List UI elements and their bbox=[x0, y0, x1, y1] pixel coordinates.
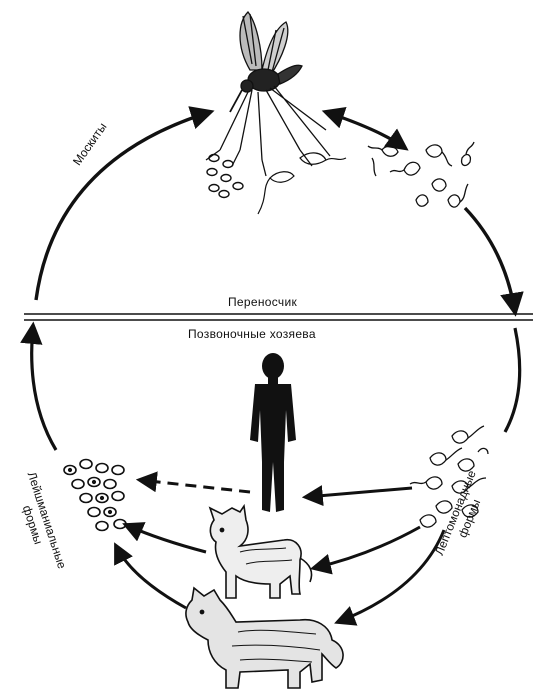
oval-cells-near-mosquito bbox=[207, 155, 243, 198]
vector-label: Переносчик bbox=[228, 295, 297, 309]
arrow-human-dashed bbox=[140, 480, 250, 492]
arrow-to-dog bbox=[314, 527, 420, 568]
leptomonad-cells-top bbox=[368, 142, 474, 207]
cycle-arrow-right-lower bbox=[505, 328, 520, 432]
mosquito-proboscis-parasites bbox=[258, 153, 346, 214]
human-icon bbox=[250, 353, 296, 512]
vertebrate-hosts-label: Позвоночные хозяева bbox=[188, 327, 316, 341]
wolf-icon bbox=[186, 588, 343, 688]
divider-line bbox=[24, 314, 533, 320]
dog-icon bbox=[210, 506, 312, 598]
arrow-dog-to-forms bbox=[126, 525, 206, 552]
arrow-to-wolf bbox=[338, 530, 444, 622]
cycle-arrow-right-down bbox=[465, 208, 515, 312]
arrow-to-human bbox=[306, 488, 412, 497]
cycle-arrow-top-right bbox=[326, 112, 405, 148]
cycle-arrow-left-up bbox=[32, 326, 56, 450]
leishmanial-cells-icon bbox=[64, 460, 126, 531]
cycle-arrow-top-left bbox=[36, 112, 210, 300]
arrow-wolf-to-forms bbox=[116, 546, 186, 608]
mosquito-icon bbox=[206, 12, 330, 176]
